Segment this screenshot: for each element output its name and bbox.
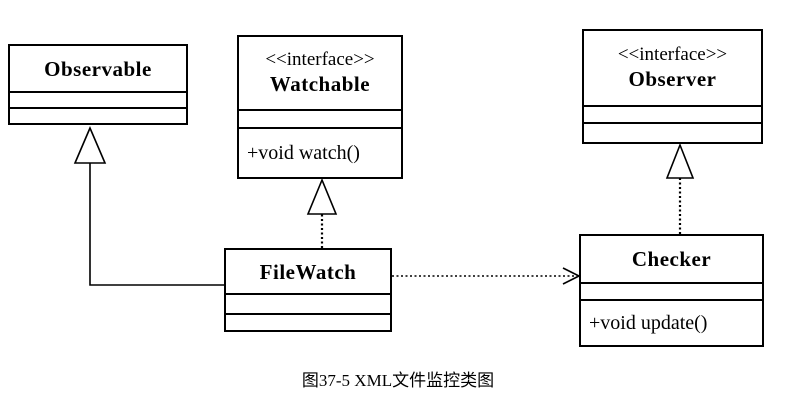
hollow-triangle-arrowhead: [306, 177, 338, 215]
class-header: Observable: [10, 46, 186, 93]
stereotype-label: <<interface>>: [265, 49, 375, 70]
class-name: Checker: [631, 247, 712, 271]
operation-watch: +void watch(): [247, 141, 360, 164]
class-watchable[interactable]: <<interface>> Watchable +void watch(): [237, 35, 403, 179]
realization-checker-observer: [665, 142, 695, 234]
attributes-compartment: [10, 93, 186, 109]
class-filewatch[interactable]: FileWatch: [224, 248, 392, 332]
class-checker[interactable]: Checker +void update(): [579, 234, 764, 347]
class-name: Observable: [44, 56, 152, 81]
operations-compartment: [584, 124, 761, 142]
class-header: <<interface>> Watchable: [239, 37, 401, 111]
operations-compartment: +void watch(): [239, 129, 401, 177]
class-name: Watchable: [269, 72, 371, 96]
figure-caption: 图37-5 XML文件监控类图: [301, 371, 495, 390]
class-name: Observer: [628, 67, 717, 91]
operations-compartment: [10, 109, 186, 123]
class-name: FileWatch: [259, 259, 357, 284]
operations-compartment: [226, 315, 390, 330]
generalization-filewatch-observable: [73, 125, 224, 286]
operations-compartment: +void update(): [581, 301, 762, 345]
attributes-compartment: [226, 295, 390, 315]
operation-update: +void update(): [589, 311, 708, 334]
class-observer[interactable]: <<interface>> Observer: [582, 29, 763, 144]
hollow-triangle-arrowhead: [665, 142, 695, 179]
attributes-compartment: [239, 111, 401, 129]
class-header: Checker: [581, 236, 762, 284]
dependency-filewatch-checker: [392, 267, 581, 285]
stereotype-label: <<interface>>: [617, 44, 728, 65]
realization-filewatch-watchable: [306, 177, 338, 248]
class-header: <<interface>> Observer: [584, 31, 761, 107]
attributes-compartment: [584, 107, 761, 124]
class-header: FileWatch: [226, 250, 390, 295]
hollow-triangle-arrowhead: [73, 125, 107, 164]
class-observable[interactable]: Observable: [8, 44, 188, 125]
attributes-compartment: [581, 284, 762, 301]
